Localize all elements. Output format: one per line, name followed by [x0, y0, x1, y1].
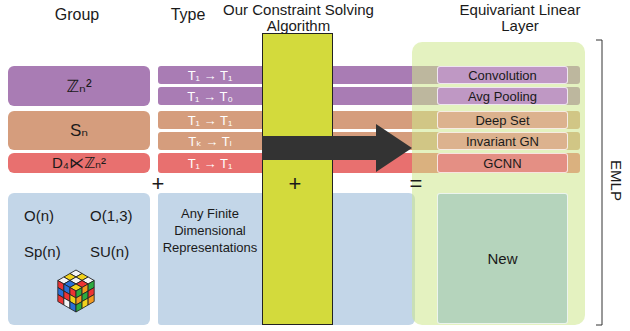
- layer-box: Invariant GN: [437, 132, 568, 150]
- layer-name: Convolution: [468, 68, 537, 83]
- group-name: Sp(n): [24, 243, 61, 260]
- layer-name: GCNN: [483, 156, 521, 171]
- group-box: D₄⋉ℤₙ²: [8, 153, 150, 173]
- column-heading: Equivariant Linear Layer: [454, 2, 586, 34]
- column-heading: Type: [163, 5, 213, 25]
- type-box: Tₖ → Tₗ: [158, 132, 262, 150]
- type-box: T₁ → T₀: [158, 87, 262, 105]
- group-name: O(n): [24, 207, 54, 224]
- column-heading: Group: [47, 5, 107, 25]
- layer-box: Avg Pooling: [437, 87, 568, 105]
- layer-name: New: [487, 250, 517, 267]
- layer-box: Deep Set: [437, 111, 568, 129]
- layer-name: Invariant GN: [466, 134, 539, 149]
- layer-box: New: [437, 193, 568, 324]
- group-name: D₄⋉ℤₙ²: [52, 154, 106, 172]
- bracket-label: EMLP: [607, 151, 626, 211]
- type-label: Any Finite Dimensional Representations: [161, 205, 259, 256]
- block-arrow: [262, 124, 412, 172]
- type-box: T₁ → T₁: [158, 111, 262, 129]
- type-label: T₁ → T₁: [188, 156, 233, 171]
- layer-box: GCNN: [437, 153, 568, 173]
- bracket-tick: [596, 325, 602, 326]
- layer-name: Deep Set: [475, 113, 529, 128]
- type-label: T₁ → T₁: [188, 68, 233, 83]
- group-name: Sₙ: [70, 120, 88, 141]
- layer-box: Convolution: [437, 66, 568, 84]
- type-box: T₁ → T₁: [158, 66, 262, 84]
- layer-region: Equivariant Linear LayerConvolutionAvg P…: [412, 42, 585, 325]
- bracket-line: [602, 40, 603, 325]
- type-box: T₁ → T₁: [158, 153, 262, 173]
- group-name: ℤₙ²: [66, 76, 91, 97]
- column-heading: Our Constraint Solving Algorithm: [213, 2, 384, 34]
- group-name: O(1,3): [90, 207, 133, 224]
- operator-sign: =: [406, 171, 426, 197]
- bracket-tick: [596, 40, 602, 41]
- layer-name: Avg Pooling: [468, 89, 537, 104]
- group-box: ℤₙ²: [8, 66, 150, 106]
- operator-sign: +: [285, 171, 305, 197]
- type-label: Tₖ → Tₗ: [188, 134, 232, 149]
- type-box: Any Finite Dimensional Representations: [158, 193, 262, 325]
- type-label: T₁ → T₀: [187, 89, 233, 104]
- type-label: T₁ → T₁: [188, 113, 233, 128]
- group-box: Sₙ: [8, 111, 150, 150]
- operator-sign: +: [148, 171, 168, 197]
- group-name: SU(n): [90, 243, 129, 260]
